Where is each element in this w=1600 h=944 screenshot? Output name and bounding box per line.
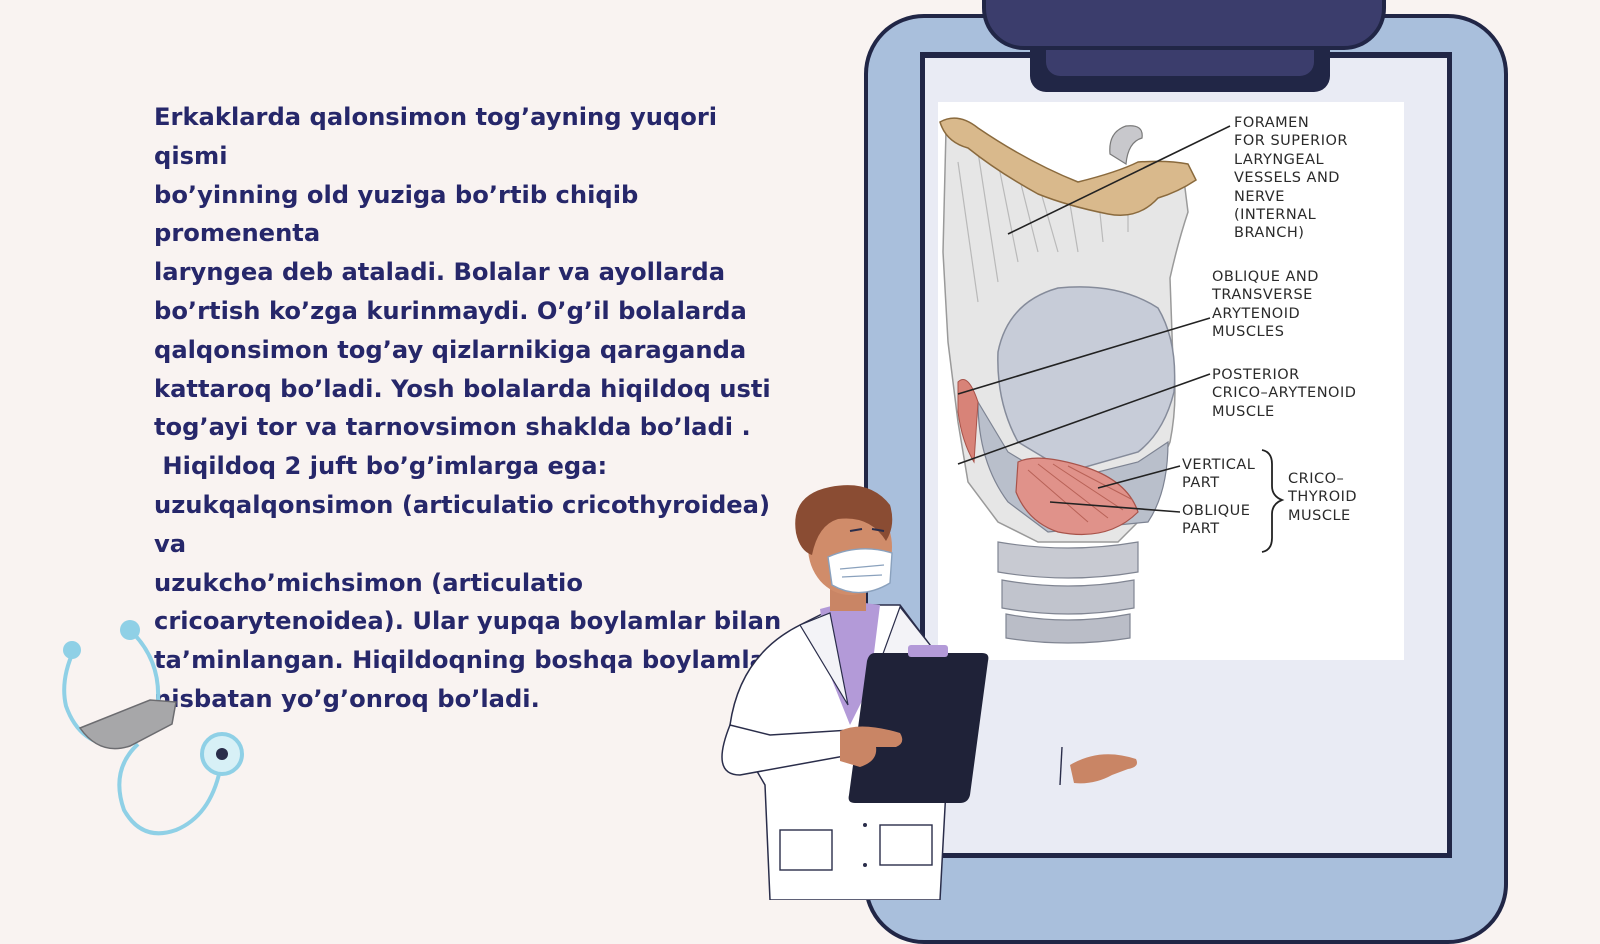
doctor-hand-left: [840, 726, 903, 767]
cricothyroid-muscle: [1015, 457, 1139, 535]
stethoscope-band: [78, 699, 177, 750]
cricothyroid-fibers: [1027, 463, 1134, 523]
trachea-ring-1: [997, 541, 1139, 579]
arytenoid-cartilage: [997, 286, 1176, 473]
trachea-ring-3: [1005, 613, 1131, 644]
superior-horn: [1109, 125, 1143, 166]
epiglottis-stripes: [957, 151, 1129, 303]
larynx-diagram: FORAMEN FOR SUPERIOR LARYNGEAL VESSELS A…: [938, 102, 1404, 660]
trachea-ring-2: [1001, 579, 1135, 615]
brace: [1261, 449, 1285, 553]
held-clipboard-clip: [908, 645, 948, 657]
label-vertical-part: VERTICAL PART: [1182, 457, 1256, 492]
leader-oblique: [957, 317, 1211, 395]
label-cricothyroid-muscle: CRICO– THYROID MUSCLE: [1288, 471, 1358, 524]
body-paragraph: Erkaklarda qalonsimon tog’ayning yuqori …: [154, 103, 787, 713]
posterior-muscle: [957, 379, 979, 464]
leader-vertical: [1097, 465, 1181, 489]
stethoscope-earpiece-1: [120, 620, 140, 640]
doctor-mask: [827, 548, 893, 594]
stethoscope-earpiece-2: [63, 641, 81, 659]
leader-posterior: [957, 373, 1211, 465]
doctor-pocket-right: [879, 824, 933, 866]
leader-oblique-part: [1049, 501, 1181, 513]
hyoid-bone: [939, 117, 1197, 216]
doctor-hand-right: [1070, 754, 1137, 784]
doctor-hair: [795, 485, 893, 555]
held-clipboard: [848, 653, 989, 803]
label-oblique-transverse: OBLIQUE AND TRANSVERSE ARYTENOID MUSCLES: [1212, 269, 1319, 341]
larynx-drawing: [939, 117, 1285, 644]
slide: FORAMEN FOR SUPERIOR LARYNGEAL VESSELS A…: [62, 0, 1508, 944]
label-posterior-crico-arytenoid: POSTERIOR CRICO–ARYTENOID MUSCLE: [1212, 367, 1357, 420]
label-oblique-part: OBLIQUE PART: [1182, 503, 1251, 538]
doctor-pocket-left: [779, 829, 833, 871]
stethoscope-lower-tube: [117, 742, 222, 836]
label-foramen: FORAMEN FOR SUPERIOR LARYNGEAL VESSELS A…: [1234, 115, 1348, 242]
doctor-illustration: [721, 485, 1137, 900]
clipboard-clip-icon: [982, 0, 1386, 50]
leader-foramen: [1007, 125, 1231, 235]
stethoscope-icon: [62, 620, 244, 836]
